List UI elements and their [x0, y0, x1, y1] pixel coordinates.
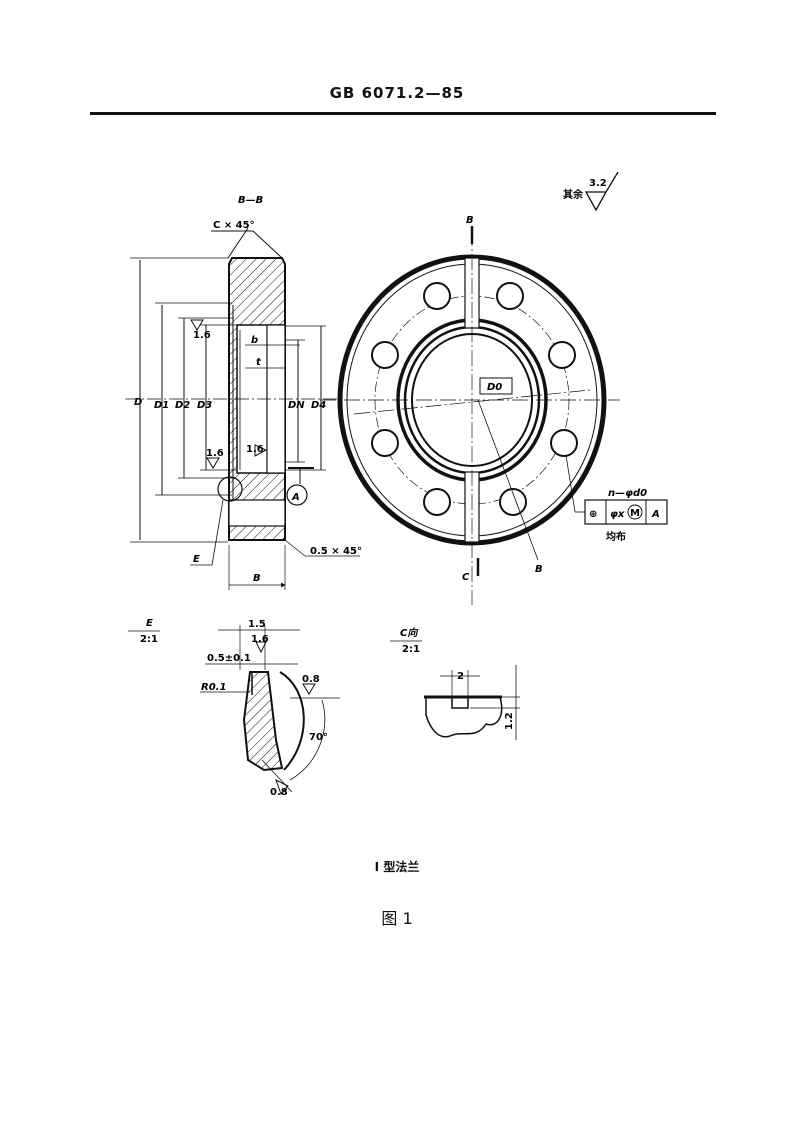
detail-C-title: C向 [400, 627, 418, 639]
roughness-3: 1.6 [246, 444, 264, 455]
detail-C-depth: 1.2 [504, 712, 515, 730]
detail-E-rough-b: 0.8 [302, 674, 320, 685]
dim-D0: D0 [487, 382, 502, 393]
header-rule [90, 112, 716, 115]
detail-E-angle: 70° [309, 732, 328, 743]
detail-E-label: E [193, 554, 200, 565]
figure-subtitle: I 型法兰 [374, 860, 420, 874]
detail-E-scale: 2:1 [140, 634, 158, 645]
dim-D: D [134, 397, 142, 408]
detail-E-dim-1: 1.5 [248, 619, 266, 630]
bolt-hole-section [228, 499, 286, 527]
cut-label-top: B [466, 215, 474, 226]
front-B-label: B [535, 564, 543, 575]
detail-C-width: 2 [457, 671, 464, 682]
roughness-other-prefix: 其余 [563, 188, 584, 201]
dim-B-width: B [253, 573, 261, 584]
chamfer-bottom-label: 0.5 × 45° [310, 546, 362, 557]
dim-D4: D4 [311, 400, 326, 411]
roughness-other-value: 3.2 [589, 178, 607, 189]
tolerance-frame [584, 499, 668, 525]
detail-E-rough-a: 1.6 [251, 634, 269, 645]
tolerance-modifier: M [630, 508, 640, 519]
cut-label-bottom: C [462, 572, 470, 583]
detail-E-radius: R0.1 [201, 682, 226, 693]
roughness-2: 1.6 [206, 448, 224, 459]
detail-E: E 2:1 1.5 1.6 0.5±0.1 R0.1 0.8 70° 0.8 [128, 618, 340, 798]
dim-D3: D3 [197, 400, 212, 411]
dim-D1: D1 [154, 400, 169, 411]
dim-D2: D2 [175, 400, 190, 411]
chamfer-top-label: C × 45° [213, 220, 255, 231]
detail-C: C向 2:1 2 1.2 [390, 627, 520, 740]
standard-number: GB 6071.2—85 [329, 84, 465, 102]
detail-E-dim-2: 0.5±0.1 [207, 653, 251, 664]
detail-E-circle [217, 476, 243, 502]
tolerance-symbol: ⊕ [589, 509, 597, 520]
tolerance-value: φx [610, 509, 625, 520]
hole-callout: n—φd0 [608, 488, 647, 499]
tolerance-datum: A [651, 509, 660, 520]
section-label: B—B [238, 195, 263, 206]
section-view: B—B C × 45° D D1 D2 [125, 195, 362, 590]
dim-t: t [256, 357, 262, 368]
datum-A: A [291, 492, 300, 503]
detail-E-rough-c: 0.8 [270, 787, 288, 798]
figure-number: 图 1 [381, 909, 413, 928]
detail-E-title: E [146, 618, 153, 629]
roughness-1: 1.6 [193, 330, 211, 341]
detail-C-scale: 2:1 [402, 644, 420, 655]
front-view: B C D0 B n—φd0 ⊕ φx M A 均布 其余 3.2 [320, 171, 668, 605]
uniform-label: 均布 [606, 530, 626, 543]
datum-A-marker [286, 484, 308, 506]
dim-DN: DN [288, 400, 305, 411]
dim-b: b [251, 335, 258, 346]
